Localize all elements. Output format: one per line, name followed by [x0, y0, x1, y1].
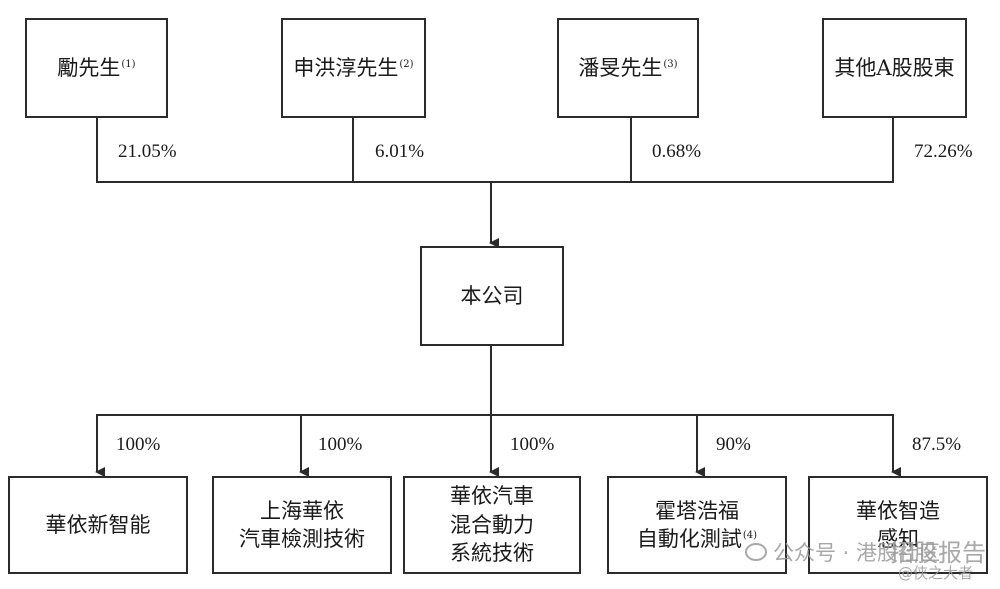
- shareholder-box-3: 潘旻先生(3): [557, 18, 699, 118]
- footnote-marker: (4): [742, 530, 758, 541]
- watermark-right: 招股报告: [890, 533, 986, 568]
- subsidiary-box-5: 華依智造 感知: [808, 476, 988, 574]
- subsidiary-percent-2: 100%: [318, 434, 363, 455]
- subsidiary-name-line1: 上海華依: [260, 498, 344, 523]
- shareholder-box-4: 其他A股股東: [822, 18, 967, 118]
- subsidiary-name-line3: 系統技術: [450, 541, 534, 566]
- subsidiary-percent-4: 90%: [716, 434, 751, 455]
- subsidiary-name-line1: 華依新智能: [45, 512, 151, 537]
- subsidiary-box-3: 華依汽車 混合動力 系統技術: [403, 476, 581, 574]
- shareholder-box-1: 勵先生(1): [25, 18, 168, 118]
- shareholder-box-2: 申洪淳先生(2): [281, 18, 426, 118]
- shareholder-percent-4: 72.26%: [914, 141, 973, 162]
- subsidiary-name-line2: 汽車檢測技術: [239, 527, 365, 551]
- subsidiary-percent-1: 100%: [116, 434, 161, 455]
- subsidiary-name-line2: 混合動力: [450, 512, 534, 537]
- subsidiary-box-4: 霍塔浩福 自動化測試(4): [607, 476, 787, 574]
- watermark-left-text: 公众号 · 港股社区: [773, 541, 941, 565]
- shareholder-percent-1: 21.05%: [118, 141, 177, 162]
- company-box: 本公司: [420, 246, 564, 346]
- wechat-icon: [745, 543, 767, 561]
- subsidiary-box-1: 華依新智能: [8, 476, 188, 574]
- footnote-marker: (2): [399, 58, 414, 70]
- subsidiary-name-line1: 霍塔浩福: [654, 498, 739, 523]
- subsidiary-percent-5: 87.5%: [912, 434, 962, 455]
- shareholder-percent-3: 0.68%: [652, 141, 702, 162]
- watermark-handle: @侠之大者: [898, 562, 973, 583]
- shareholder-name: 勵先生(1): [57, 55, 136, 80]
- subsidiary-percent-3: 100%: [510, 434, 555, 455]
- watermark-right-text: 招股报告: [890, 539, 986, 567]
- footnote-marker: (1): [121, 58, 136, 70]
- watermark-handle-text: @侠之大者: [898, 564, 974, 582]
- shareholder-name: 其他A股股東: [834, 55, 955, 80]
- subsidiary-name-line1: 華依汽車: [450, 484, 534, 509]
- footnote-marker: (3): [663, 58, 678, 70]
- shareholder-name: 申洪淳先生(2): [293, 55, 414, 80]
- shareholder-percent-2: 6.01%: [375, 141, 425, 162]
- subsidiary-box-2: 上海華依 汽車檢測技術: [212, 476, 392, 574]
- subsidiary-name-line2: 感知: [877, 527, 919, 551]
- subsidiary-name-line2: 自動化測試(4): [636, 527, 758, 551]
- company-name: 本公司: [460, 283, 524, 308]
- subsidiary-name-line1: 華依智造: [856, 498, 940, 523]
- watermark-wechat: 公众号 · 港股社区: [745, 537, 940, 567]
- shareholder-name: 潘旻先生(3): [578, 55, 678, 80]
